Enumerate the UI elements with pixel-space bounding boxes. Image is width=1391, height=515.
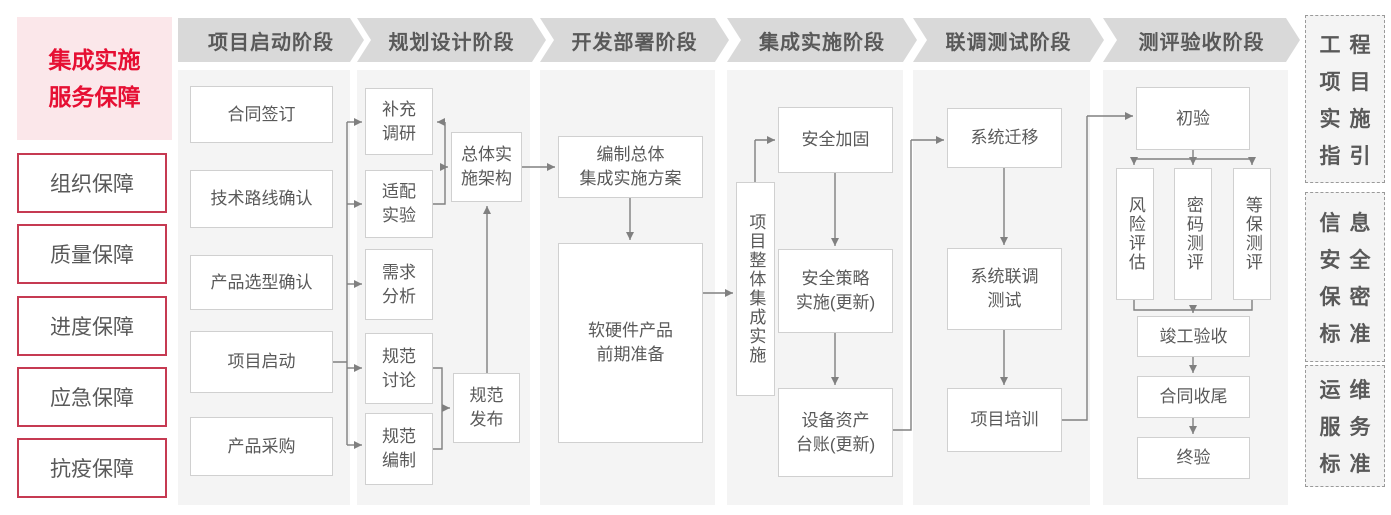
- node-supplementary-research: 补充 调研: [365, 88, 433, 155]
- standard-text-line: 项目: [1319, 70, 1380, 94]
- node-security-hardening: 安全加固: [778, 107, 893, 173]
- node-final-acceptance: 终验: [1137, 437, 1250, 479]
- node-tech-route-confirm: 技术路线确认: [190, 170, 333, 228]
- node-risk-assessment: 风险评估: [1116, 168, 1154, 300]
- sidebar-item-organization-guarantee: 组织保障: [17, 153, 167, 213]
- phase-header-planning-design: 规划设计阶段: [357, 18, 546, 62]
- node-system-migration: 系统迁移: [947, 108, 1062, 168]
- node-product-selection-confirm: 产品选型确认: [190, 255, 333, 310]
- standard-text-line: 安全: [1319, 248, 1380, 272]
- node-crypto-evaluation: 密码测评: [1174, 168, 1212, 300]
- node-product-procurement: 产品采购: [190, 417, 333, 476]
- node-contract-signing: 合同签订: [190, 86, 333, 143]
- standard-text-line: 指引: [1319, 144, 1380, 168]
- node-overall-implementation-architecture: 总体实 施架构: [451, 132, 522, 202]
- sidebar-item-epidemic-guarantee: 抗疫保障: [17, 438, 167, 498]
- phase-header-project-kickoff: 项目启动阶段: [178, 18, 364, 62]
- node-spec-release: 规范 发布: [453, 373, 520, 443]
- standard-text-line: 保密: [1319, 285, 1380, 309]
- standard-text-line: 标准: [1319, 322, 1380, 346]
- node-completion-acceptance: 竣工验收: [1137, 316, 1250, 357]
- standard-text-line: 运维: [1319, 379, 1380, 402]
- node-system-joint-debug-test: 系统联调 测试: [947, 248, 1062, 330]
- node-contract-closure: 合同收尾: [1137, 376, 1250, 418]
- node-project-kickoff: 项目启动: [190, 331, 333, 393]
- standard-text-line: 实施: [1319, 107, 1380, 131]
- sidebar-item-quality-guarantee: 质量保障: [17, 224, 167, 284]
- node-overall-project-integration: 项目整体集成实施: [736, 182, 775, 396]
- node-preliminary-acceptance: 初验: [1136, 87, 1250, 150]
- node-spec-discussion: 规范 讨论: [365, 333, 433, 404]
- standard-text-line: 工程: [1319, 33, 1380, 57]
- node-overall-integration-plan: 编制总体 集成实施方案: [558, 136, 703, 198]
- phase-header-evaluation-acceptance: 测评验收阶段: [1103, 18, 1300, 62]
- node-hw-sw-preparation: 软硬件产品 前期准备: [558, 243, 703, 443]
- standard-text-line: 服务: [1319, 416, 1380, 439]
- node-adaptation-test: 适配 实验: [365, 170, 433, 238]
- standard-om-service: 运维 服务 标准: [1305, 365, 1385, 487]
- standard-text-line: 标准: [1319, 453, 1380, 476]
- node-spec-drafting: 规范 编制: [365, 413, 433, 485]
- sidebar-item-emergency-guarantee: 应急保障: [17, 367, 167, 427]
- node-project-training: 项目培训: [947, 388, 1062, 452]
- phase-header-joint-debug-test: 联调测试阶段: [913, 18, 1104, 62]
- standard-text-line: 信息: [1319, 211, 1380, 235]
- sidebar-title-integration-service-guarantee: 集成实施 服务保障: [17, 17, 172, 140]
- node-mlps-evaluation: 等保测评: [1233, 168, 1271, 300]
- node-asset-ledger-update: 设备资产 台账(更新): [778, 388, 893, 477]
- node-security-policy-implementation: 安全策略 实施(更新): [778, 249, 893, 333]
- phase-header-integration-implementation: 集成实施阶段: [727, 18, 917, 62]
- standard-info-security-confidentiality: 信息 安全 保密 标准: [1305, 192, 1385, 362]
- standard-engineering-project-implementation-guide: 工程 项目 实施 指引: [1305, 15, 1385, 183]
- phase-header-dev-deployment: 开发部署阶段: [540, 18, 729, 62]
- node-requirement-analysis: 需求 分析: [365, 249, 433, 320]
- sidebar-item-schedule-guarantee: 进度保障: [17, 296, 167, 356]
